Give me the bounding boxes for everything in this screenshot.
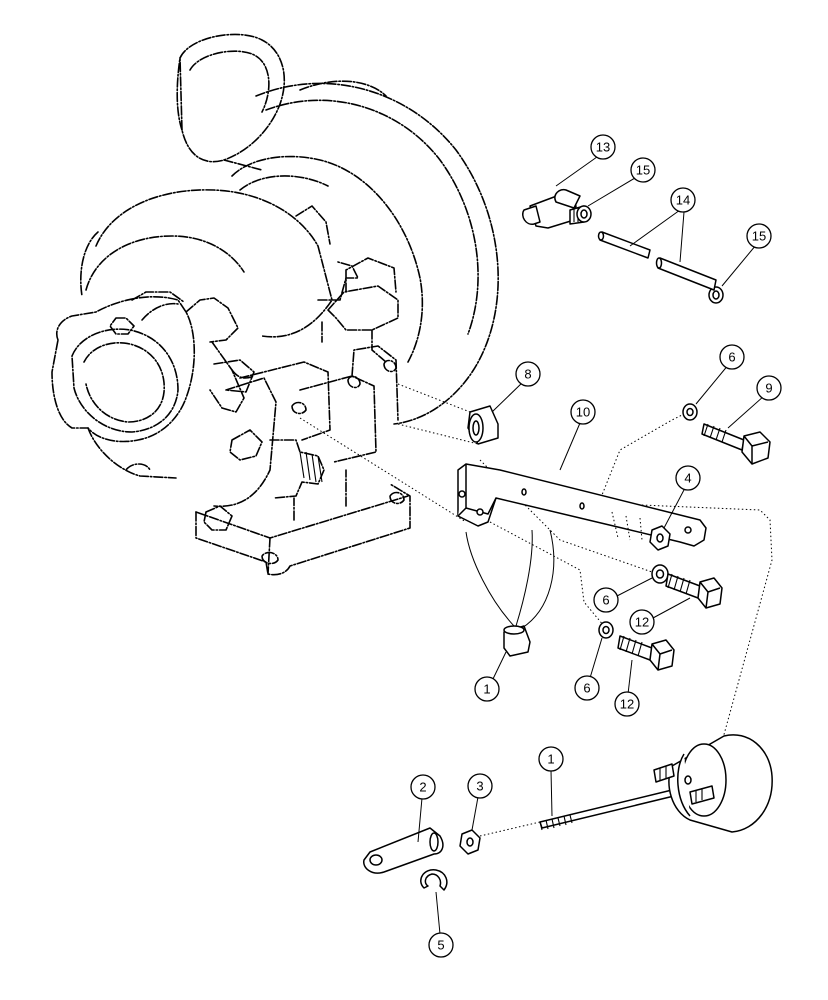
svg-text:3: 3: [476, 779, 483, 794]
part-12-bolt-lower: [617, 635, 675, 671]
callout-6-upper: 6: [695, 344, 745, 405]
part-3-nut: [459, 829, 481, 855]
callout-8: 8: [491, 361, 541, 413]
callout-6-lower: 6: [574, 637, 603, 701]
svg-text:1: 1: [483, 682, 490, 697]
svg-text:6: 6: [602, 593, 609, 608]
part-6-washer-upper: [682, 403, 698, 421]
part-6-washer-lower: [598, 621, 614, 639]
part-14-hose: [597, 231, 717, 291]
callout-2: 2: [410, 774, 436, 843]
svg-text:9: 9: [765, 381, 772, 396]
part-5-retaining-clip: [420, 869, 448, 891]
callout-15-lower: 15: [721, 223, 772, 287]
svg-text:15: 15: [752, 229, 766, 244]
svg-text:10: 10: [576, 405, 590, 420]
callout-1-rod: 1: [538, 746, 564, 817]
svg-text:1: 1: [547, 752, 554, 767]
turbocharger-phantom: [51, 33, 499, 576]
part-1-bushing: [465, 529, 555, 657]
callout-5: 5: [428, 891, 454, 958]
svg-text:6: 6: [728, 350, 735, 365]
callout-12-upper: 12: [629, 597, 691, 635]
callout-10: 10: [559, 399, 596, 471]
callout-6-middle: 6: [593, 577, 653, 613]
callout-15-upper: 15: [587, 157, 656, 207]
part-4-nut: [649, 525, 671, 551]
callouts: 13 15 14 15 8 6 9: [410, 134, 782, 958]
part-8-spacer: [467, 405, 499, 445]
callout-14: 14: [629, 187, 696, 263]
part-15-hose-clamp-upper: [576, 205, 592, 223]
callout-4: 4: [663, 465, 701, 529]
part-9-bolt: [701, 423, 771, 465]
svg-text:8: 8: [524, 367, 531, 382]
part-1-actuator-rod: [539, 789, 675, 831]
svg-text:2: 2: [419, 780, 426, 795]
svg-text:14: 14: [676, 193, 690, 208]
callout-12-lower: 12: [614, 659, 640, 717]
svg-text:12: 12: [620, 697, 634, 712]
part-6-washer-middle: [651, 564, 669, 584]
svg-text:6: 6: [583, 681, 590, 696]
callout-13: 13: [555, 134, 616, 187]
part-2-rod-end: [363, 827, 444, 874]
part-10-bracket: [457, 463, 707, 547]
svg-text:4: 4: [684, 471, 691, 486]
callout-3: 3: [467, 773, 493, 831]
svg-text:15: 15: [636, 163, 650, 178]
svg-text:12: 12: [635, 615, 649, 630]
part-12-bolt-upper: [665, 573, 723, 609]
callout-9: 9: [727, 375, 782, 429]
part-13-elbow-fitting: [522, 188, 585, 229]
callout-1-bushing: 1: [474, 651, 507, 702]
svg-text:13: 13: [596, 140, 610, 155]
part-15-hose-clamp-lower: [708, 286, 724, 304]
wastegate-actuator: [653, 734, 773, 833]
svg-text:5: 5: [437, 938, 444, 953]
